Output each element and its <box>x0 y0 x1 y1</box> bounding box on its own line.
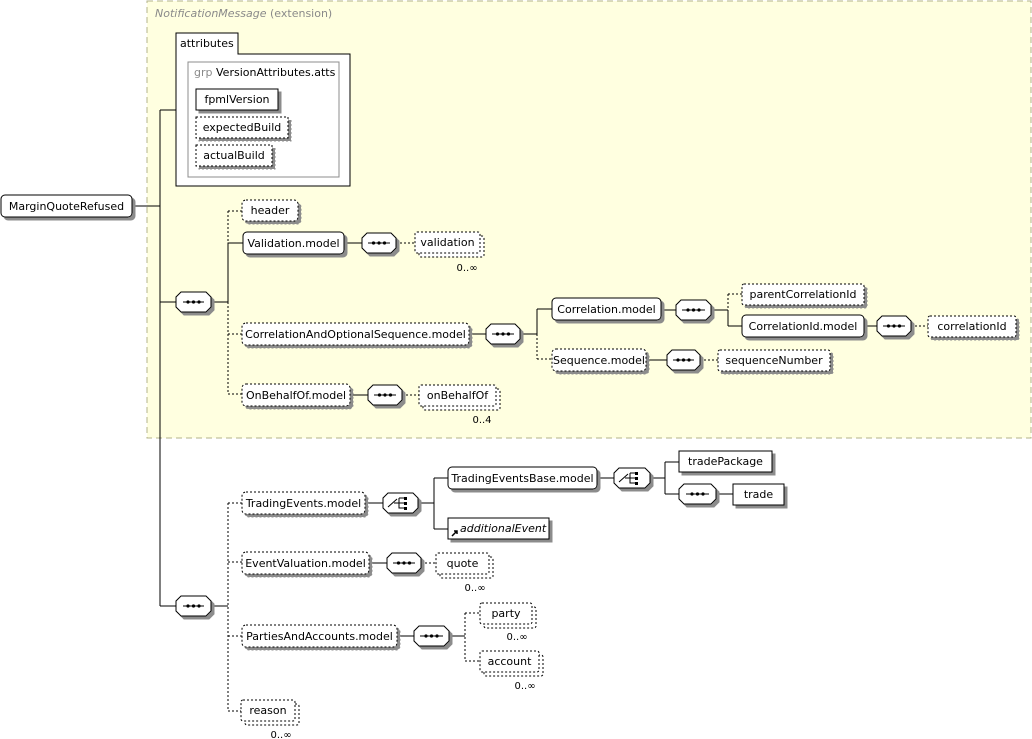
svg-text:CorrelationAndOptionalSequence: CorrelationAndOptionalSequence.model <box>245 328 466 341</box>
svg-text:fpmlVersion: fpmlVersion <box>204 93 269 106</box>
svg-text:reason: reason <box>249 704 286 717</box>
sequence-compositor-lower[interactable] <box>175 595 212 617</box>
attribute-expectedbuild[interactable]: expectedBuild <box>195 116 289 139</box>
choice-compositor-trading-events-base[interactable] <box>613 467 651 489</box>
connectors <box>132 109 928 712</box>
svg-text:correlationId: correlationId <box>937 320 1006 333</box>
account-cardinality: 0..∞ <box>514 681 535 692</box>
trade-package-element[interactable]: tradePackage <box>678 450 773 473</box>
correlation-model-group[interactable]: Correlation.model <box>551 297 662 321</box>
svg-text:TradingEventsBase.model: TradingEventsBase.model <box>450 472 593 485</box>
party-cardinality: 0..∞ <box>506 632 527 643</box>
correlation-and-optional-sequence-model-group[interactable]: CorrelationAndOptionalSequence.model <box>241 322 470 346</box>
validation-model-group[interactable]: Validation.model <box>242 231 345 255</box>
svg-text:Sequence.model: Sequence.model <box>553 354 645 367</box>
svg-text:account: account <box>488 655 533 668</box>
svg-text:OnBehalfOf.model: OnBehalfOf.model <box>246 389 346 402</box>
root-element[interactable]: MarginQuoteRefused <box>0 194 133 218</box>
attribute-group-label: grp VersionAttributes.atts <box>194 66 336 79</box>
attribute-actualbuild[interactable]: actualBuild <box>195 144 273 167</box>
svg-text:quote: quote <box>447 557 479 570</box>
event-valuation-model-group[interactable]: EventValuation.model <box>241 551 370 575</box>
sequence-compositor-event-valuation[interactable] <box>386 552 422 574</box>
account-element[interactable]: account <box>479 650 544 677</box>
on-behalf-of-model-group[interactable]: OnBehalfOf.model <box>241 383 351 407</box>
header-element[interactable]: header <box>241 199 299 222</box>
svg-text:TradingEvents.model: TradingEvents.model <box>245 497 361 510</box>
sequence-compositor-upper[interactable] <box>175 291 212 313</box>
svg-text:expectedBuild: expectedBuild <box>203 121 282 134</box>
sequence-compositor-correlation-and-sequence[interactable] <box>485 323 521 345</box>
svg-text:actualBuild: actualBuild <box>203 149 264 162</box>
svg-text:additionalEvent: additionalEvent <box>460 522 547 535</box>
svg-text:EventValuation.model: EventValuation.model <box>245 557 366 570</box>
svg-text:tradePackage: tradePackage <box>688 455 763 468</box>
trading-events-model-group[interactable]: TradingEvents.model <box>241 491 366 515</box>
sequence-compositor-correlation-id[interactable] <box>876 315 912 337</box>
correlation-id-element[interactable]: correlationId <box>927 315 1017 338</box>
sequence-number-element[interactable]: sequenceNumber <box>717 349 831 372</box>
correlation-id-model-group[interactable]: CorrelationId.model <box>741 314 865 338</box>
sequence-compositor-correlation[interactable] <box>675 299 712 321</box>
quote-element[interactable]: quote <box>435 552 494 579</box>
validation-element[interactable]: validation <box>414 231 485 258</box>
validation-cardinality: 0..∞ <box>456 263 477 274</box>
extension-label: NotificationMessage (extension) <box>155 7 332 20</box>
substitution-arrow-icon <box>451 530 458 537</box>
parties-and-accounts-model-group[interactable]: PartiesAndAccounts.model <box>241 624 398 648</box>
svg-text:MarginQuoteRefused: MarginQuoteRefused <box>9 200 124 213</box>
attributes-tab-label: attributes <box>180 37 234 50</box>
svg-text:parentCorrelationId: parentCorrelationId <box>750 288 857 301</box>
svg-text:sequenceNumber: sequenceNumber <box>725 354 823 367</box>
reason-cardinality: 0..∞ <box>270 730 291 739</box>
reason-element[interactable]: reason <box>240 699 300 726</box>
choice-compositor-trading-events[interactable] <box>382 492 419 514</box>
trading-events-base-model-group[interactable]: TradingEventsBase.model <box>447 466 598 490</box>
svg-text:PartiesAndAccounts.model: PartiesAndAccounts.model <box>246 630 393 643</box>
parent-correlation-id-element[interactable]: parentCorrelationId <box>741 283 865 306</box>
on-behalf-of-element[interactable]: onBehalfOf <box>418 384 501 411</box>
sequence-compositor-on-behalf-of[interactable] <box>367 384 403 406</box>
svg-text:Validation.model: Validation.model <box>247 237 339 250</box>
additional-event-element[interactable]: additionalEvent <box>447 517 550 540</box>
sequence-compositor-parties-accounts[interactable] <box>413 625 450 647</box>
svg-text:Correlation.model: Correlation.model <box>557 303 655 316</box>
quote-cardinality: 0..∞ <box>464 583 485 594</box>
svg-text:validation: validation <box>420 236 474 249</box>
svg-text:header: header <box>251 204 290 217</box>
svg-text:trade: trade <box>744 488 774 501</box>
on-behalf-of-cardinality: 0..4 <box>472 415 491 426</box>
svg-text:CorrelationId.model: CorrelationId.model <box>749 320 858 333</box>
sequence-compositor-trade[interactable] <box>678 483 717 505</box>
sequence-compositor-validation[interactable] <box>361 232 397 254</box>
trade-element[interactable]: trade <box>732 483 785 506</box>
sequence-compositor-sequence[interactable] <box>666 349 701 371</box>
svg-text:party: party <box>491 607 521 620</box>
svg-text:onBehalfOf: onBehalfOf <box>427 389 489 402</box>
sequence-model-group[interactable]: Sequence.model <box>551 348 647 372</box>
attribute-fpmlversion[interactable]: fpmlVersion <box>195 88 279 111</box>
party-element[interactable]: party <box>479 602 537 629</box>
